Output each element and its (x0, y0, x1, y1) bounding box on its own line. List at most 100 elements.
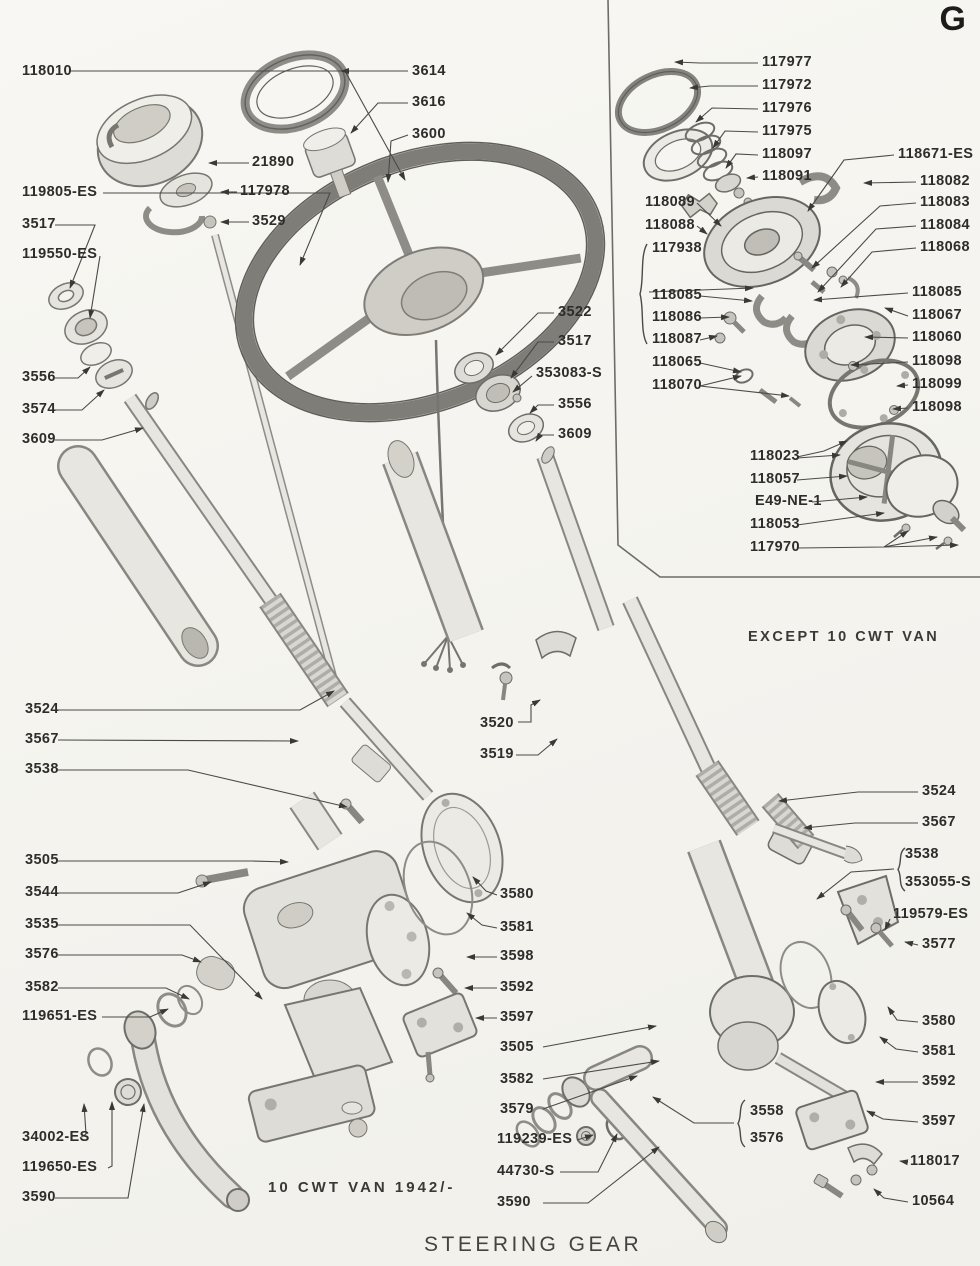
leader-line (695, 107, 759, 123)
column-bushes-left (48, 282, 159, 410)
leader-line (807, 154, 895, 212)
leader-line (58, 924, 263, 1000)
leader-line (55, 224, 96, 289)
part-label-3517: 3517 (558, 333, 592, 349)
part-label-119805-ES: 119805-ES (22, 184, 98, 200)
part-label-3529: 3529 (252, 213, 286, 229)
leader-line (88, 255, 101, 319)
part-label-3520: 3520 (480, 715, 514, 731)
part-label-118086: 118086 (652, 309, 702, 325)
part-label-118088: 118088 (645, 217, 695, 233)
leader-line (55, 1103, 146, 1199)
part-label-3597: 3597 (922, 1113, 956, 1129)
part-label-118068: 118068 (920, 239, 970, 255)
leader-line (863, 179, 917, 186)
leader-line (607, 0, 980, 578)
part-label-3567: 3567 (25, 731, 59, 747)
part-label-3616: 3616 (412, 94, 446, 110)
leader-line (510, 341, 554, 379)
leader-line (904, 940, 919, 947)
leader-line (813, 292, 909, 303)
steering-box-left (195, 791, 431, 1143)
leader-line (725, 153, 759, 169)
part-label-117977: 117977 (762, 54, 812, 70)
center-bushes (454, 352, 555, 464)
part-label-3609: 3609 (558, 426, 592, 442)
leader-line (535, 432, 554, 442)
part-label-3592: 3592 (922, 1073, 956, 1089)
drop-arm (87, 984, 250, 1212)
leader-line (864, 334, 909, 341)
leader-line (472, 876, 498, 896)
leader-line (699, 314, 730, 321)
leader-line (543, 1146, 660, 1204)
part-label-3524: 3524 (922, 783, 956, 799)
leader-line (796, 473, 848, 481)
part-label-119239-ES: 119239-ES (497, 1131, 573, 1147)
part-label-118083: 118083 (920, 194, 970, 210)
leader-line (884, 307, 909, 317)
part-label-3590: 3590 (22, 1189, 56, 1205)
part-label-3558: 3558 (750, 1103, 784, 1119)
leader-line (866, 1110, 919, 1123)
leader-line (648, 285, 754, 293)
part-label-3505: 3505 (25, 852, 59, 868)
part-label-3581: 3581 (500, 919, 534, 935)
leader-line (883, 530, 909, 548)
part-label-3581: 3581 (922, 1043, 956, 1059)
part-label-3567: 3567 (922, 814, 956, 830)
variant-label-except-van: EXCEPT 10 CWT VAN (748, 629, 940, 645)
part-label-3576: 3576 (25, 946, 59, 962)
part-label-3519: 3519 (480, 746, 514, 762)
leader-line (803, 822, 918, 831)
leader-line (699, 362, 742, 374)
part-label-3582: 3582 (25, 979, 59, 995)
leader-line (103, 192, 331, 266)
leader-line (516, 738, 558, 756)
part-label-118084: 118084 (920, 217, 970, 233)
part-label-3522: 3522 (558, 304, 592, 320)
leader-line (873, 1188, 909, 1203)
part-label-3580: 3580 (500, 886, 534, 902)
leader-line (466, 912, 498, 929)
part-label-21890: 21890 (252, 154, 295, 170)
part-label-10564: 10564 (912, 1193, 955, 1209)
part-label-44730-S: 44730-S (497, 1163, 555, 1179)
leader-line (746, 174, 759, 181)
part-label-353083-S: 353083-S (536, 365, 603, 381)
leader-line (796, 452, 841, 459)
leader-line (542, 1075, 638, 1110)
leader-line (689, 84, 758, 91)
page-title: STEERING GEAR (424, 1233, 643, 1256)
part-label-117972: 117972 (762, 77, 812, 93)
leader-line (350, 102, 408, 134)
part-label-118087: 118087 (652, 331, 702, 347)
part-label-353055-S: 353055-S (905, 874, 972, 890)
page-corner-letter: G (939, 0, 966, 38)
group-brace (737, 1099, 746, 1148)
leader-line (58, 881, 212, 894)
leader-line (518, 699, 541, 723)
part-label-3538: 3538 (25, 761, 59, 777)
part-label-118082: 118082 (920, 173, 970, 189)
part-label-118053: 118053 (750, 516, 800, 532)
leader-line (512, 375, 533, 393)
part-label-3517: 3517 (22, 216, 56, 232)
leader-line (495, 312, 554, 356)
part-label-119579-ES: 119579-ES (893, 906, 969, 922)
leader-line (674, 59, 758, 66)
leader-line (652, 1096, 734, 1124)
leader-line (57, 737, 299, 744)
part-label-118085: 118085 (912, 284, 962, 300)
leader-line (887, 1006, 919, 1023)
leader-line (696, 225, 708, 235)
part-label-3614: 3614 (412, 63, 446, 79)
part-label-3576: 3576 (750, 1130, 784, 1146)
leader-line (816, 868, 895, 900)
leader-line (796, 511, 885, 526)
leader-line (884, 918, 892, 931)
part-label-118057: 118057 (750, 471, 800, 487)
